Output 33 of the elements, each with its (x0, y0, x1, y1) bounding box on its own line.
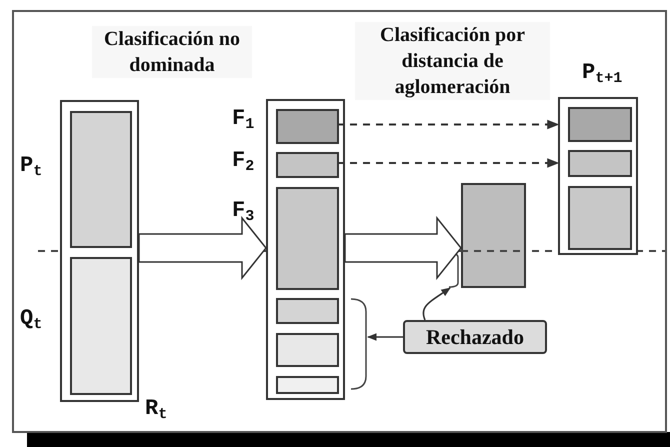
label-box (403, 320, 547, 354)
section-heading: Clasificación por distancia de aglomeración (355, 22, 550, 100)
leader-arrow (367, 333, 403, 341)
node-label: Rechazado (426, 326, 524, 348)
dashed-arrow (337, 158, 560, 168)
population-box (276, 187, 339, 290)
population-box (276, 298, 339, 324)
population-box (60, 100, 139, 402)
variable-label: F$_{3}$ (232, 200, 254, 222)
population-box (70, 111, 132, 248)
population-box (276, 152, 339, 178)
population-box (70, 257, 132, 395)
variable-label: Q$_{t}$ (20, 308, 42, 330)
population-box (276, 333, 339, 367)
hollow-arrow (344, 216, 462, 280)
variable-label: R$_{t}$ (145, 398, 168, 420)
variable-label: F$_{2}$ (232, 150, 254, 172)
population-box (568, 186, 632, 250)
population-box (461, 183, 526, 288)
hollow-arrow (138, 216, 267, 280)
variable-label: P$_{t+1}$ (582, 62, 622, 84)
variable-label: P$_{t}$ (20, 155, 42, 177)
bracket (350, 298, 368, 390)
population-box (276, 109, 339, 144)
variable-label: F$_{1}$ (232, 108, 254, 130)
population-box (558, 97, 638, 255)
population-box (568, 107, 632, 142)
leader-arrow (422, 287, 451, 320)
dashed-arrow (337, 120, 560, 130)
population-box (568, 150, 632, 177)
population-box (276, 376, 339, 394)
population-box (266, 99, 345, 400)
section-heading: Clasificación no dominada (92, 26, 252, 78)
